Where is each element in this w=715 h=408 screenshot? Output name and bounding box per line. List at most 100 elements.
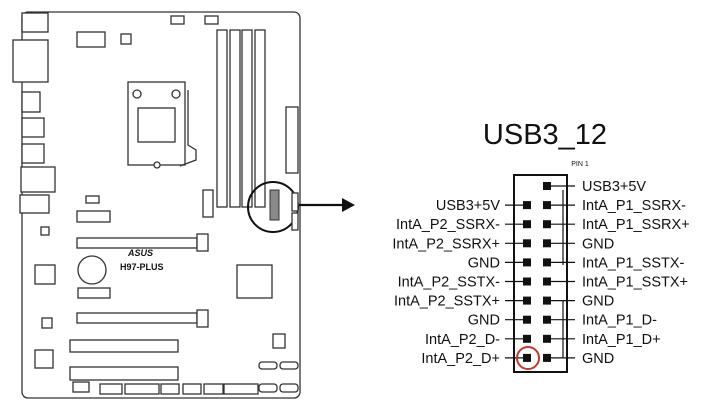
- dimm-slot: [241, 29, 253, 208]
- dimm-slot: [216, 29, 228, 208]
- component: [120, 33, 132, 45]
- pin: [523, 201, 531, 210]
- io-port: [21, 143, 45, 164]
- pcie-latch: [196, 233, 209, 252]
- io-audio: [19, 194, 50, 214]
- pin-row: IntA_P2_D-IntA_P1_D+: [425, 332, 661, 348]
- pin-row: GND IntA_P1_D-: [468, 313, 657, 329]
- pointer-arrow: [299, 198, 355, 212]
- cmos-battery: [77, 255, 107, 285]
- component: [76, 210, 111, 223]
- pin1-marker-circle: [516, 346, 540, 370]
- component: [41, 317, 53, 329]
- pin-row: IntA_P2_D+ GND: [421, 351, 614, 367]
- motherboard: ASUS H97-PLUS: [12, 11, 301, 399]
- pin: [523, 220, 531, 229]
- pin-row: IntA_P2_SSTX-IntA_P1_SSTX+: [398, 275, 688, 291]
- pci-slot: [69, 366, 179, 381]
- pin-label-left: IntA_P2_SSTX+: [394, 294, 500, 310]
- pin: [543, 315, 551, 324]
- pin-row: GND IntA_P1_SSTX-: [468, 255, 685, 271]
- component: [40, 226, 50, 236]
- pin: [543, 353, 551, 362]
- pcie-latch: [196, 309, 209, 328]
- io-dvi: [12, 39, 49, 83]
- pin: [523, 296, 531, 305]
- pin-row: USB3+5V: [543, 179, 646, 195]
- pin: [543, 334, 551, 343]
- dimm-slot: [254, 29, 266, 208]
- pin-label-right: IntA_P1_D+: [582, 332, 661, 348]
- sata-port: [279, 361, 299, 370]
- model-label: H97-PLUS: [120, 262, 164, 272]
- component: [202, 189, 214, 218]
- pin-label-left: IntA_P2_SSTX-: [398, 275, 501, 291]
- pin-label-right: GND: [582, 294, 614, 310]
- pin: [523, 353, 531, 362]
- atx-power-connector: [285, 106, 299, 174]
- pci-slot: [69, 339, 179, 353]
- pin: [523, 239, 531, 248]
- pin-label-right: IntA_P1_D-: [582, 313, 657, 329]
- pin-label-right: IntA_P1_SSTX-: [582, 255, 685, 271]
- connector: [99, 383, 123, 395]
- pin: [523, 315, 531, 324]
- io-lan: [20, 166, 56, 193]
- sata-connector: [291, 212, 299, 231]
- pin: [543, 182, 551, 190]
- connector: [182, 383, 202, 395]
- pin-label-right: IntA_P1_SSRX+: [582, 217, 690, 233]
- cpu-power-connector: [76, 31, 106, 48]
- pin-label-right: GND: [582, 236, 614, 252]
- pin-label-left: IntA_P2_SSRX+: [392, 236, 500, 252]
- component: [272, 333, 286, 349]
- pin: [543, 277, 551, 286]
- sata-connector: [291, 192, 299, 212]
- pin-label-right: GND: [582, 351, 614, 367]
- io-ps2: [21, 12, 49, 33]
- pin-label-right: IntA_P1_SSRX-: [582, 198, 686, 214]
- connector: [160, 383, 180, 395]
- component: [77, 287, 111, 299]
- pin: [543, 201, 551, 210]
- header-title: USB3_12: [483, 119, 607, 151]
- pin-label-left: IntA_P2_D+: [421, 351, 500, 367]
- pin-row: USB3+5V IntA_P1_SSRX-: [436, 198, 686, 214]
- pin: [543, 239, 551, 248]
- component: [34, 264, 56, 285]
- dimm-slot: [229, 29, 241, 208]
- pin-label-left: USB3+5V: [436, 198, 500, 214]
- pin1-label: PIN 1: [571, 161, 589, 168]
- chipset: [236, 264, 273, 299]
- pin-rows: USB3+5V USB3+5V IntA_P1_SSRX- IntA_P2_SSRX-…: [392, 179, 689, 367]
- brand-logo: ASUS: [127, 248, 153, 258]
- pin-row: IntA_P2_SSRX- IntA_P1_SSRX+: [396, 217, 690, 233]
- io-port: [21, 91, 41, 113]
- io-port: [21, 117, 45, 138]
- pin-row: IntA_P2_SSRX+ GND: [392, 236, 614, 252]
- pcie-slot: [76, 237, 198, 249]
- connector: [124, 383, 160, 395]
- pcie-slot: [76, 312, 198, 324]
- front-panel-header: [72, 381, 90, 393]
- pin-label-left: GND: [468, 255, 500, 271]
- pin: [543, 258, 551, 267]
- pin: [543, 296, 551, 305]
- usb3-header-on-board: [269, 189, 280, 221]
- pin: [523, 334, 531, 343]
- pin: [523, 277, 531, 286]
- pin-label-left: IntA_P2_SSRX-: [396, 217, 500, 233]
- connector: [203, 383, 224, 395]
- fan-header: [204, 15, 219, 25]
- connector: [223, 383, 259, 395]
- pin-label-right: USB3+5V: [582, 179, 646, 195]
- pin: [543, 220, 551, 229]
- cpu-socket: [127, 81, 197, 169]
- pin-row: IntA_P2_SSTX+ GND: [394, 294, 614, 310]
- sata-port: [279, 383, 299, 393]
- component: [34, 349, 54, 369]
- sata-port: [258, 361, 278, 370]
- pin-label-left: GND: [468, 313, 500, 329]
- fan-header: [170, 15, 185, 25]
